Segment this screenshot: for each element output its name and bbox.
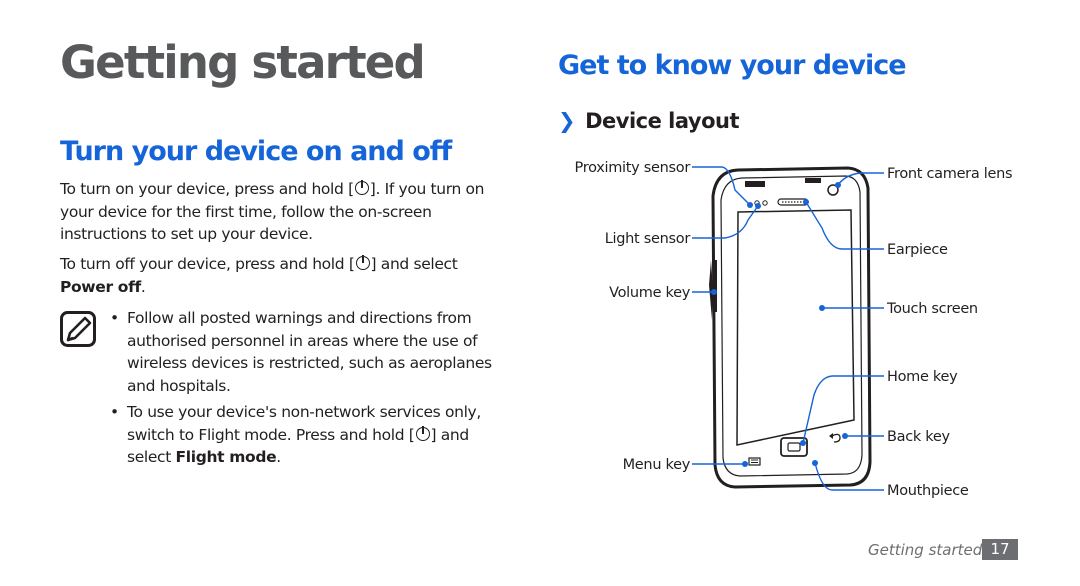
note-item-flight-mode: To use your device's non-network service… — [110, 401, 505, 469]
pencil-note-icon — [60, 311, 96, 347]
power-off-paragraph: To turn off your device, press and hold … — [60, 253, 490, 298]
label-earpiece: Earpiece — [887, 242, 948, 258]
footer-chapter-label: Getting started — [868, 541, 983, 559]
chevron-right-icon: ❯ — [558, 109, 576, 133]
label-mouthpiece: Mouthpiece — [887, 483, 969, 499]
power-on-text-2: ]. If you turn on your device for the fi… — [60, 180, 485, 243]
power-on-paragraph: To turn on your device, press and hold [… — [60, 178, 490, 246]
chapter-title: Getting started — [60, 36, 426, 89]
phone-illustration — [709, 166, 872, 489]
note-item-warning: Follow all posted warnings and direction… — [110, 307, 505, 397]
label-menu-key: Menu key — [623, 457, 691, 473]
label-back-key: Back key — [887, 429, 951, 445]
menu-key-glyph — [748, 457, 761, 466]
note-flight-text-end: . — [276, 448, 281, 466]
device-layout-diagram: Proximity sensor Light sensor Volume key… — [575, 160, 1013, 499]
power-off-text-2: ] and select — [370, 255, 458, 273]
note-flight-text-2: ] and select — [127, 425, 469, 467]
note-warning-text: Follow all posted warnings and direction… — [127, 309, 492, 395]
power-on-text-1: To turn on your device, press and hold [ — [60, 180, 354, 198]
power-key-icon — [355, 255, 370, 270]
label-touch-screen: Touch screen — [886, 301, 978, 317]
note-list: Follow all posted warnings and direction… — [110, 307, 505, 473]
power-key-icon — [415, 425, 430, 441]
power-off-option: Power off — [60, 277, 141, 296]
sub-heading-device-layout: ❯ Device layout — [558, 109, 740, 133]
callout-dots — [711, 182, 848, 467]
label-proximity-sensor: Proximity sensor — [575, 160, 691, 176]
section-title-know-device: Get to know your device — [558, 50, 907, 81]
callout-lines — [692, 166, 884, 491]
power-key-icon — [354, 180, 369, 195]
label-front-camera-lens: Front camera lens — [887, 166, 1012, 182]
page-number-badge: 17 — [982, 539, 1018, 560]
note-flight-text-1: To use your device's non-network service… — [127, 403, 481, 444]
label-home-key: Home key — [887, 369, 958, 385]
label-light-sensor: Light sensor — [605, 231, 691, 247]
sub-heading-label: Device layout — [585, 109, 740, 133]
flight-mode-option: Flight mode — [175, 448, 277, 466]
label-volume-key: Volume key — [609, 285, 691, 301]
section-title-power: Turn your device on and off — [60, 136, 452, 167]
power-off-text-1: To turn off your device, press and hold … — [60, 255, 355, 273]
power-off-text-end: . — [140, 277, 146, 296]
